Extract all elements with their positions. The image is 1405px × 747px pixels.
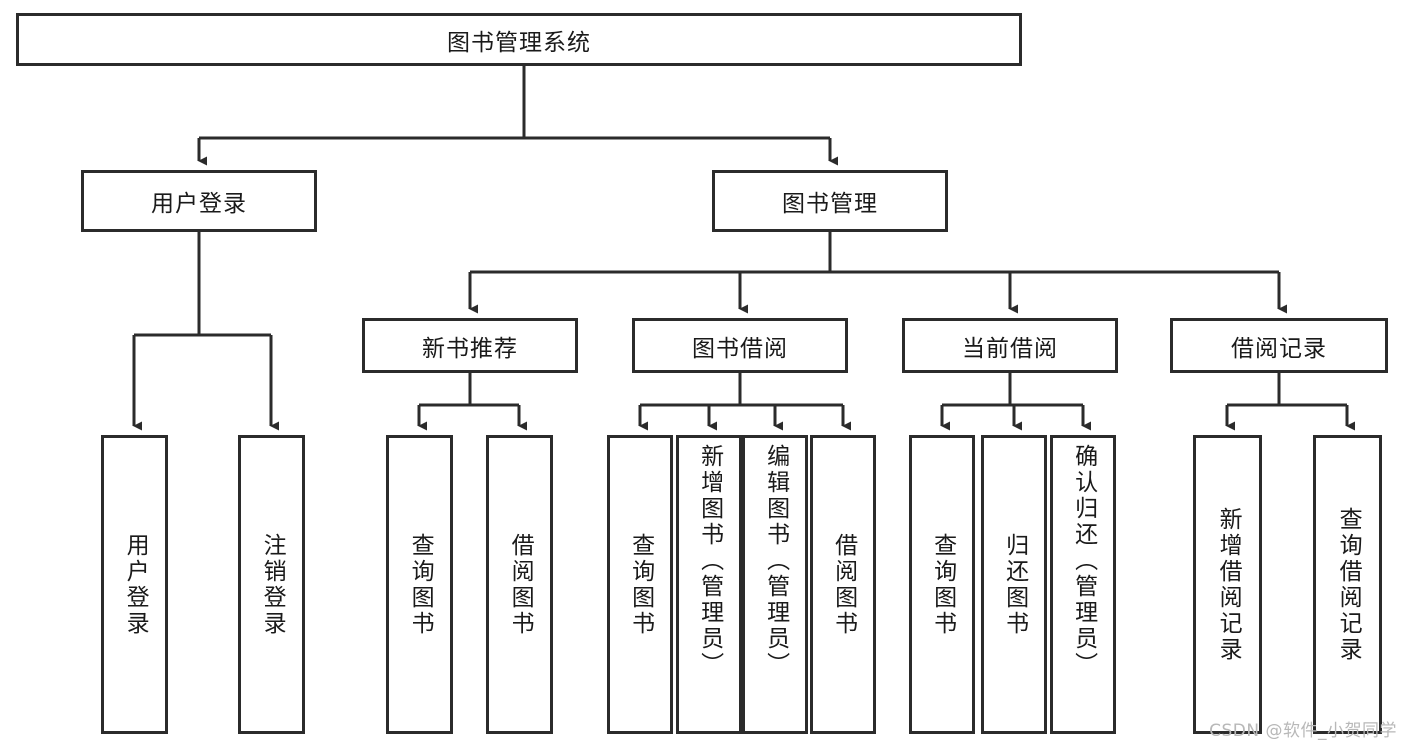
node-label: 用户登录 xyxy=(151,191,247,217)
node-leaf-return-book[interactable]: 归还图书 xyxy=(981,435,1047,734)
node-label: 图书借阅 xyxy=(692,335,788,362)
node-leaf-borrow-book-b[interactable]: 借阅图书 xyxy=(810,435,876,734)
node-label: 图书管理系统 xyxy=(447,29,591,56)
node-current-borrow[interactable]: 当前借阅 xyxy=(902,318,1118,373)
node-book-management[interactable]: 图书管理 xyxy=(712,170,948,232)
node-leaf-logout-login[interactable]: 注销登录 xyxy=(238,435,305,734)
node-label: 图书管理 xyxy=(782,191,878,217)
node-root-title[interactable]: 图书管理系统 xyxy=(16,13,1022,66)
node-leaf-edit-book[interactable]: 编辑图书（管理员） xyxy=(742,435,808,734)
node-label: 查询借阅记录 xyxy=(1335,506,1362,663)
node-leaf-borrow-book-a[interactable]: 借阅图书 xyxy=(486,435,553,734)
node-label: 编辑图书（管理员） xyxy=(762,444,789,678)
node-leaf-query-book-b[interactable]: 查询图书 xyxy=(607,435,673,734)
node-leaf-add-borrow-record[interactable]: 新增借阅记录 xyxy=(1193,435,1262,734)
node-label: 新书推荐 xyxy=(422,335,518,362)
node-new-book-recommend[interactable]: 新书推荐 xyxy=(362,318,578,373)
node-user-login[interactable]: 用户登录 xyxy=(81,170,317,232)
node-label: 确认归还（管理员） xyxy=(1070,444,1097,678)
node-label: 查询图书 xyxy=(627,532,654,637)
node-label: 当前借阅 xyxy=(962,335,1058,362)
node-borrow-record[interactable]: 借阅记录 xyxy=(1170,318,1388,373)
node-label: 注销登录 xyxy=(259,532,286,637)
node-label: 归还图书 xyxy=(1001,532,1028,637)
node-label: 新增借阅记录 xyxy=(1215,506,1242,663)
node-label: 借阅图书 xyxy=(830,532,857,637)
node-label: 借阅记录 xyxy=(1231,335,1327,362)
node-label: 新增图书（管理员） xyxy=(696,444,723,678)
node-leaf-query-borrow-record[interactable]: 查询借阅记录 xyxy=(1313,435,1382,734)
csdn-watermark: CSDN @软件_小贺同学 xyxy=(1209,721,1397,741)
node-label: 查询图书 xyxy=(929,532,956,637)
node-label: 查询图书 xyxy=(407,532,434,637)
node-leaf-query-book-c[interactable]: 查询图书 xyxy=(909,435,975,734)
node-leaf-user-login[interactable]: 用户登录 xyxy=(101,435,168,734)
node-book-borrow[interactable]: 图书借阅 xyxy=(632,318,848,373)
node-leaf-add-book[interactable]: 新增图书（管理员） xyxy=(676,435,742,734)
node-label: 借阅图书 xyxy=(507,532,534,637)
node-leaf-query-book-a[interactable]: 查询图书 xyxy=(386,435,453,734)
node-leaf-confirm-return[interactable]: 确认归还（管理员） xyxy=(1050,435,1116,734)
node-label: 用户登录 xyxy=(122,532,149,637)
